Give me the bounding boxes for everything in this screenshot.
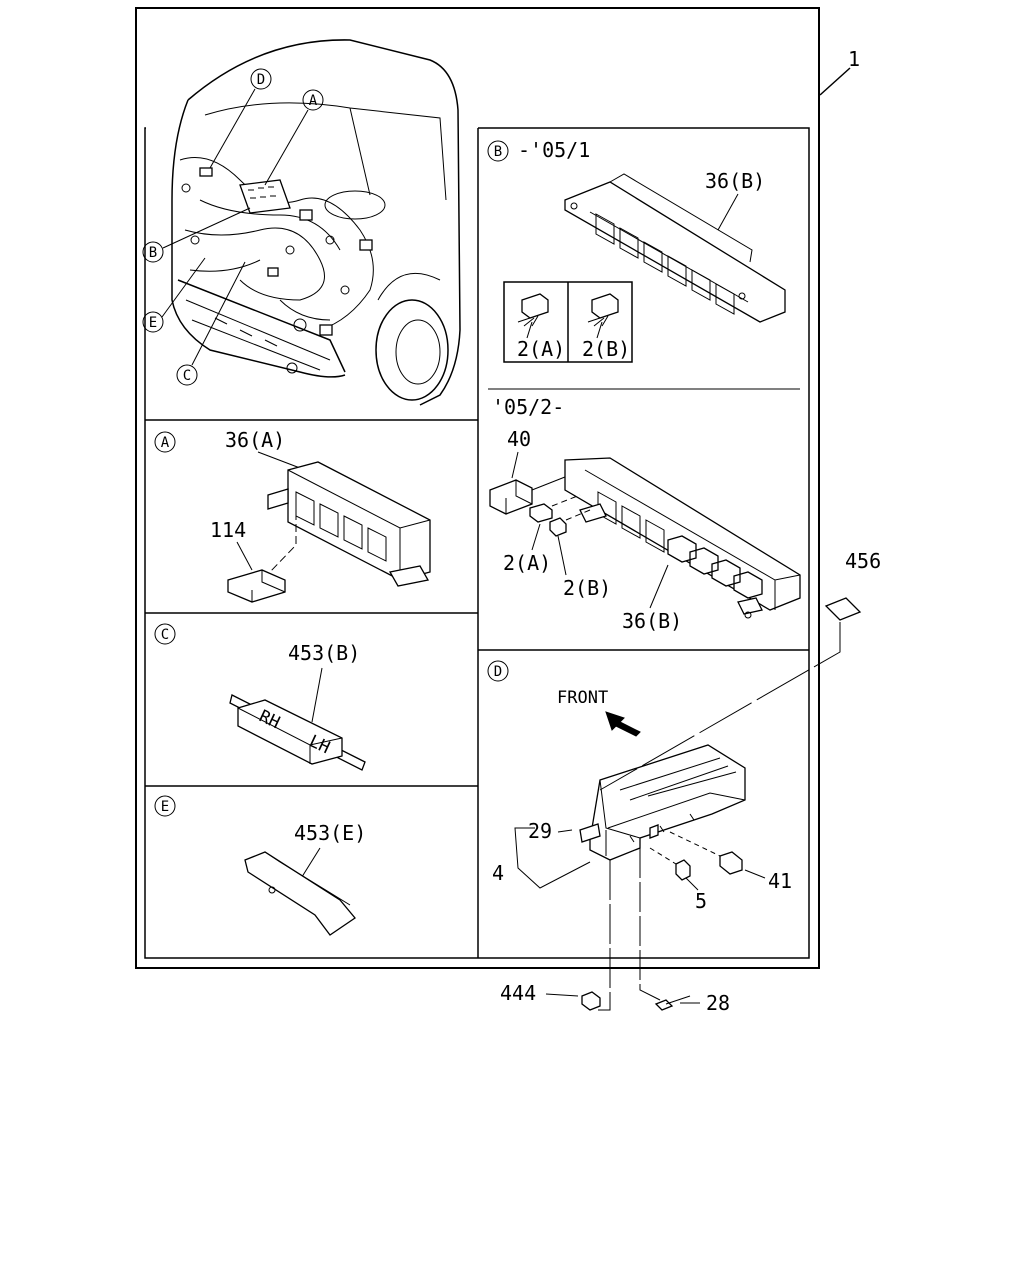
truck-callout-b: B xyxy=(142,207,251,263)
label-5: 5 xyxy=(695,889,707,913)
label-41: 41 xyxy=(768,869,792,893)
panel-c: C 453(B) RH LH xyxy=(154,623,366,771)
front-arrow-icon xyxy=(605,711,641,737)
truck-illustration xyxy=(171,39,461,406)
label-456: 456 xyxy=(845,549,881,573)
panel-e-letter: E xyxy=(161,799,169,815)
main-ref-callout: 1 xyxy=(819,47,860,96)
label-36b-top: 36(B) xyxy=(705,169,765,193)
period-1: -'05/1 xyxy=(518,138,590,162)
panel-e: E 453(E) xyxy=(154,795,366,936)
panel-a: A 36(A) 114 xyxy=(154,428,431,603)
panel-d: D FRONT 456 29 4 5 41 444 xyxy=(487,549,881,1015)
label-2a-bot: 2(A) xyxy=(503,551,551,575)
truck-callout-e: E xyxy=(142,257,206,333)
label-2b-top: 2(B) xyxy=(582,337,630,361)
label-36a: 36(A) xyxy=(225,428,285,452)
label-453e: 453(E) xyxy=(294,821,366,845)
label-40: 40 xyxy=(507,427,531,451)
label-444: 444 xyxy=(500,981,536,1005)
svg-text:D: D xyxy=(257,72,265,88)
label-29: 29 xyxy=(528,819,552,843)
label-114: 114 xyxy=(210,518,246,542)
label-2b-bot: 2(B) xyxy=(563,576,611,600)
panel-d-letter: D xyxy=(494,664,502,680)
svg-text:B: B xyxy=(149,245,157,261)
truck-callout-d: D xyxy=(209,68,272,169)
label-453b: 453(B) xyxy=(288,641,360,665)
truck-callout-c: C xyxy=(176,261,246,386)
label-28: 28 xyxy=(706,991,730,1015)
period-2: '05/2- xyxy=(492,395,564,419)
label-2a-top: 2(A) xyxy=(517,337,565,361)
main-ref-label: 1 xyxy=(848,47,860,71)
svg-text:C: C xyxy=(183,368,191,384)
front-label: FRONT xyxy=(557,688,608,708)
truck-callout-a: A xyxy=(264,89,324,186)
outer-frame xyxy=(135,7,820,969)
svg-text:A: A xyxy=(309,93,318,109)
panel-a-letter: A xyxy=(161,435,170,451)
panel-c-letter: C xyxy=(161,627,169,643)
svg-text:E: E xyxy=(149,315,157,331)
panel-b-letter: B xyxy=(494,144,502,160)
label-36b-bot: 36(B) xyxy=(622,609,682,633)
label-4: 4 xyxy=(492,861,504,885)
panel-b: B -'05/1 36(B) 2(A) 2(B) '05/2- 40 xyxy=(487,138,801,633)
